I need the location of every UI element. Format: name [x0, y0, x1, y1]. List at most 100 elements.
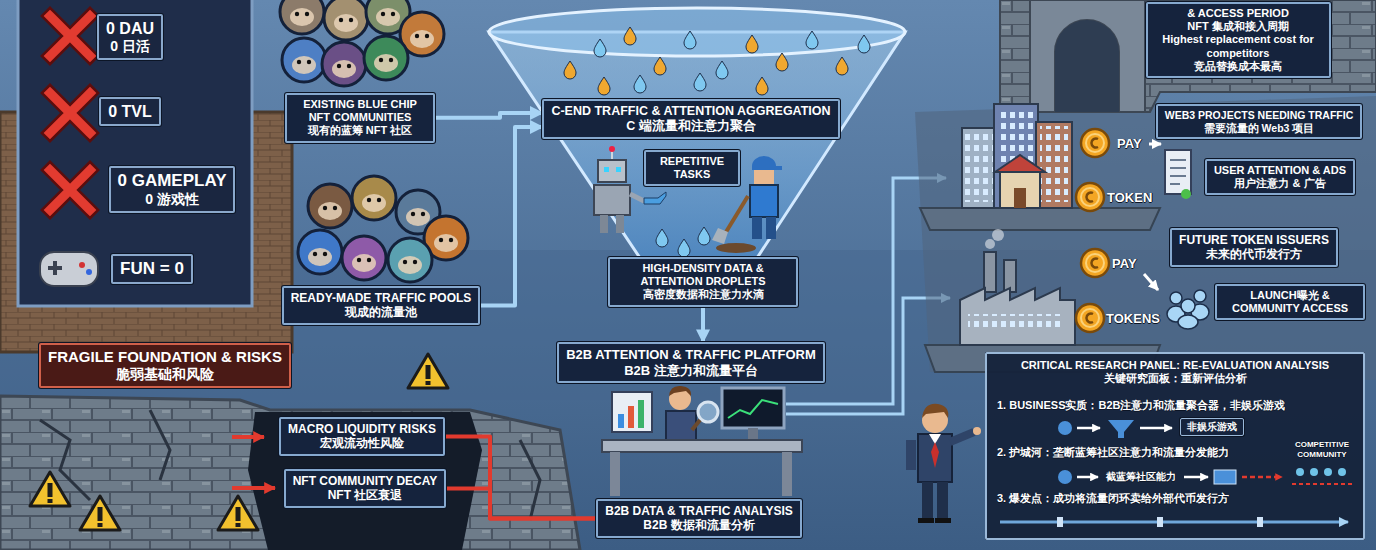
node-title: HIGH-DENSITY DATA & ATTENTION DROPLETS: [617, 262, 789, 288]
node-text: 用户注意力 & 广告: [1214, 177, 1346, 190]
node-text: B2B 数据和流量分析: [605, 518, 793, 532]
connector-arrow: [480, 127, 542, 305]
robot: [604, 167, 609, 172]
attention-droplet: [684, 31, 696, 49]
factory: [992, 229, 1004, 241]
flow-arrow: [1144, 144, 1161, 290]
node-title: READY-MADE TRAFFIC POOLS: [291, 291, 472, 305]
finding-text: 2. 护城河：垄断蓝筹社区注意力和流量分发能力: [997, 446, 1229, 459]
attention-droplet: [694, 73, 706, 91]
customer-box: FUTURE TOKEN ISSUERS未来的代币发行方: [1170, 228, 1338, 267]
research-panel-art: [985, 352, 1365, 540]
community-icon: [1170, 292, 1182, 304]
worker: [712, 228, 728, 244]
worker: [754, 170, 774, 185]
node-title: FUTURE TOKEN ISSUERS: [1179, 233, 1329, 247]
attention-droplet: [836, 57, 848, 75]
process-box: REPETITIVE TASKS: [644, 150, 740, 186]
research-panel-art: [1000, 521, 1348, 524]
benefit-box: USER ATTENTION & ADS用户注意力 & 广告: [1205, 159, 1355, 195]
nft-avatar: [298, 230, 342, 274]
presenter: [950, 432, 974, 442]
cracked-ground: [0, 396, 580, 550]
warning-sign: [80, 496, 120, 530]
metric-box: 0 GAMEPLAY0 游戏性: [109, 166, 236, 213]
nft-avatar: [280, 0, 468, 282]
node-title: WEB3 PROJECTS NEEDING TRAFFIC: [1165, 109, 1353, 122]
nft-avatar: [322, 42, 366, 86]
nft-avatar: [362, 194, 386, 212]
node-text: 脆弱基础和风险: [48, 366, 282, 383]
gamepad-icon: [53, 261, 57, 275]
nft-avatar: [290, 8, 314, 26]
attention-droplet: [746, 35, 758, 53]
node-title: 非娱乐游戏: [1187, 421, 1237, 433]
cliff: [915, 0, 1376, 380]
token-coin: [1081, 129, 1109, 157]
gamepad-icon: [86, 269, 92, 275]
presenter: [922, 482, 933, 520]
analyst-desk: [638, 400, 644, 428]
cracked-ground: [232, 486, 275, 490]
finding-text: 1. BUSINESS实质：B2B注意力和流量聚合器，非娱乐游戏: [997, 399, 1285, 412]
document-icon: [1170, 160, 1186, 184]
gamepad-icon: [40, 252, 98, 286]
token-coin: [1076, 183, 1104, 211]
worker: [726, 196, 748, 232]
robot: [616, 215, 624, 233]
nft-avatar: [332, 60, 356, 78]
gamepad-icon: [79, 262, 85, 268]
analyst-desk: [602, 386, 802, 496]
research-panel-art: [1157, 517, 1163, 527]
attention-droplet: [564, 27, 870, 257]
icon-caption: 截蓝筹社区能力: [1106, 471, 1176, 483]
presenter: [937, 482, 948, 520]
risk-box: NFT COMMUNITY DECAYNFT 社区衰退: [284, 469, 447, 508]
factory: [968, 314, 1064, 328]
warning-sign: [218, 496, 258, 530]
funnel: [489, 8, 905, 56]
robot: [594, 185, 630, 215]
node-title: B2B ATTENTION & TRAFFIC PLATFORM: [566, 347, 816, 363]
token-coin: [1076, 304, 1104, 332]
node-text: NFT 集成和接入周期: [1155, 20, 1322, 33]
risk-heading: FRAGILE FOUNDATION & RISKS脆弱基础和风险: [39, 343, 291, 388]
nft-avatar: [334, 14, 358, 32]
city-buildings: [1014, 188, 1026, 208]
robot: [644, 192, 666, 204]
attention-droplet: [776, 53, 788, 71]
nft-avatar: [280, 0, 324, 34]
analyst-desk: [618, 414, 624, 428]
connector-arrow: [445, 436, 596, 518]
node-text: 需要流量的 Web3 项目: [1165, 122, 1353, 135]
presenter: [906, 440, 916, 470]
nft-avatar: [398, 256, 422, 274]
node-title: NFT COMMUNITY DECAY: [293, 474, 438, 488]
node-title: EXISTING BLUE CHIP NFT COMMUNITIES: [294, 98, 426, 124]
risk-box: MACRO LIQUIDITY RISKS宏观流动性风险: [279, 417, 445, 456]
attention-droplet: [858, 35, 870, 53]
token-coin: [1076, 129, 1109, 332]
attention-droplet: [654, 57, 666, 75]
warning-sign: [30, 472, 70, 506]
nft-avatar: [410, 30, 434, 48]
nft-avatar: [292, 56, 316, 74]
source-box: READY-MADE TRAFFIC POOLS现成的流量池: [282, 286, 481, 325]
analyst-desk: [782, 452, 792, 496]
nft-avatar: [364, 36, 408, 80]
cliff: [1055, 20, 1119, 112]
node-text: 现成的流量池: [291, 305, 472, 319]
attention-droplet: [634, 75, 646, 93]
node-title: C-END TRAFFIC & ATTENTION AGGREGATION: [551, 104, 830, 119]
node-title: 0 GAMEPLAY: [118, 171, 227, 191]
nft-avatar: [308, 248, 332, 266]
research-panel-art: [1108, 420, 1134, 438]
research-panel-art: [1058, 421, 1072, 435]
research-panel-art: [985, 352, 1365, 540]
node-text: NFT 社区衰退: [293, 488, 438, 502]
presenter: [973, 427, 981, 435]
attention-droplet: [656, 229, 668, 247]
moat-box: & ACCESS PERIODNFT 集成和接入周期Highest replac…: [1146, 2, 1331, 78]
node-title: CRITICAL RESEARCH PANEL: RE-EVALUATION A…: [993, 359, 1357, 372]
presenter: [931, 442, 939, 468]
